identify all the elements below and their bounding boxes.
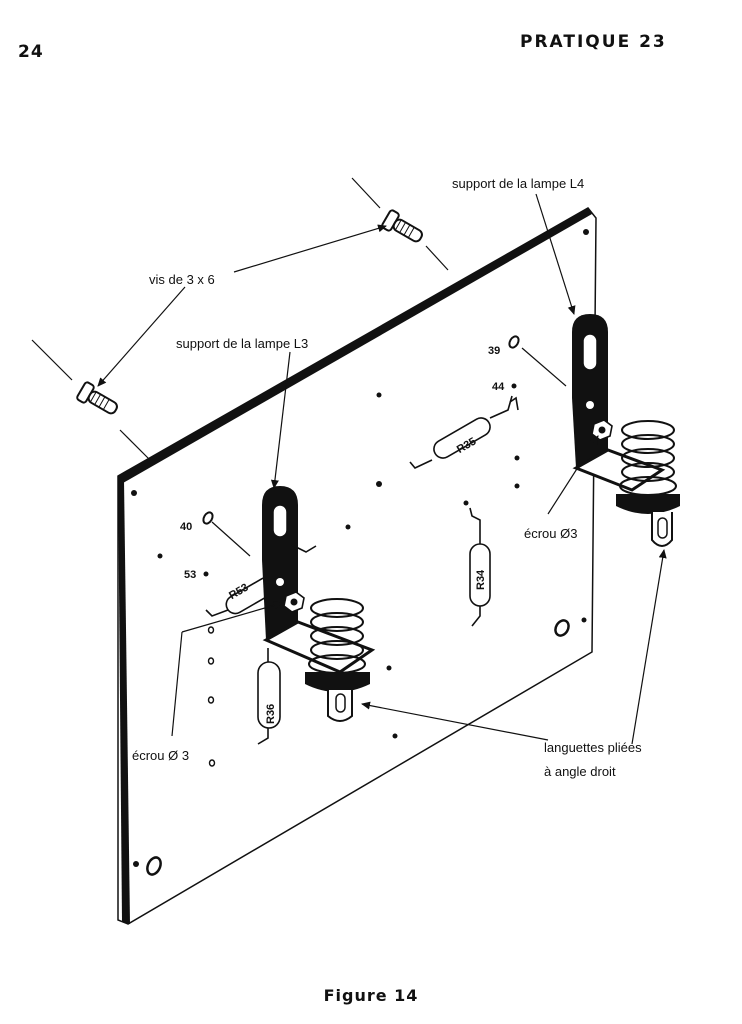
hole-number-40: 40: [180, 521, 192, 533]
hole-number-53: 53: [184, 569, 196, 581]
hole-number-44: 44: [492, 381, 505, 393]
hole-number-39: 39: [488, 345, 500, 357]
lamp-socket-l3: [305, 598, 370, 722]
resistor-r35: R35: [409, 395, 513, 469]
lamp-support-l4: [572, 314, 666, 492]
resistor-r36: R36: [257, 648, 281, 745]
screw-right: [381, 209, 423, 243]
label-vis: vis de 3 x 6: [149, 272, 215, 287]
label-ecrou-left: écrou Ø 3: [132, 748, 189, 763]
lamp-socket-l4: [616, 420, 680, 547]
label-languettes-line1: languettes pliées: [544, 740, 642, 755]
label-ecrou-right: écrou Ø3: [524, 526, 577, 541]
resistor-r34: R34: [469, 507, 491, 627]
circuit-board: [117, 207, 597, 925]
running-header: PRATIQUE 23: [520, 32, 667, 52]
r36-label: R36: [265, 704, 277, 724]
r34-label: R34: [475, 569, 487, 590]
board-holes: [131, 229, 589, 867]
page-number: 24: [18, 42, 44, 62]
label-support-l3: support de la lampe L3: [176, 336, 308, 351]
figure-caption: Figure 14: [323, 986, 419, 1005]
screw-left: [76, 381, 118, 415]
label-support-l4: support de la lampe L4: [452, 176, 584, 191]
label-languettes-line2: à angle droit: [544, 764, 616, 779]
screw-axis-lines: [31, 177, 567, 557]
leader-arrows: [97, 193, 667, 745]
